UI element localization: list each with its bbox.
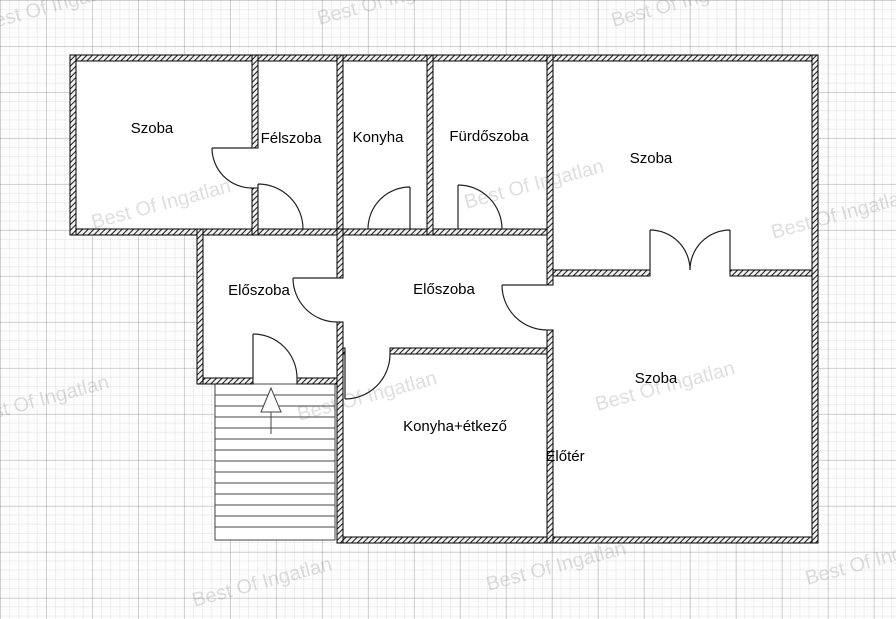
wall (69, 54, 77, 236)
wall (69, 54, 819, 62)
room-label-konyha-etkezo: Konyha+étkező (403, 418, 507, 435)
room-label-eloszoba-center: Előszoba (413, 281, 475, 298)
room-area-center-block (337, 229, 553, 543)
room-label-furdoszoba: Fürdőszoba (449, 128, 529, 145)
door-eloszoba-left (292, 277, 338, 323)
door-szoba-topleft (211, 147, 253, 189)
door-konyha (367, 186, 411, 230)
room-area-top-block (70, 55, 553, 235)
room-label-szoba-topleft: Szoba (131, 120, 174, 137)
wall (546, 269, 651, 277)
door-eloszoba-to-stairs (252, 333, 298, 379)
wall (336, 228, 344, 279)
wall (811, 54, 819, 544)
room-labels: Szoba Félszoba Konyha Fürdőszoba Szoba E… (131, 120, 678, 465)
wall (426, 54, 434, 236)
wall (336, 536, 819, 544)
room-area-hall-left (197, 229, 343, 384)
room-label-eloter: Előtér (545, 448, 584, 465)
door-eloszoba-center (501, 284, 548, 331)
wall (196, 377, 254, 385)
door-felszoba (257, 183, 304, 230)
room-label-konyha: Konyha (353, 129, 405, 146)
wall (251, 187, 259, 236)
double-door-szoba-topright-right-leaf (689, 229, 731, 271)
double-door-szoba-topright-left-leaf (649, 229, 691, 271)
wall (336, 54, 344, 236)
room-area-right-block (547, 55, 818, 543)
wall (251, 54, 259, 149)
wall (296, 377, 344, 385)
wall (336, 321, 344, 544)
room-label-eloszoba-left: Előszoba (228, 282, 290, 299)
wall (389, 347, 554, 355)
room-label-szoba-bottomright: Szoba (635, 370, 678, 387)
door-konyha-etkezo (344, 353, 391, 400)
room-label-szoba-topright: Szoba (630, 150, 673, 167)
room-areas (70, 55, 818, 543)
wall (69, 228, 554, 236)
door-furdoszoba (457, 184, 503, 230)
walls (69, 54, 819, 544)
wall (729, 269, 819, 277)
room-label-felszoba: Félszoba (261, 130, 323, 147)
wall (546, 54, 554, 286)
wall (196, 228, 204, 385)
door-arcs (211, 147, 731, 400)
wall (546, 329, 554, 544)
staircase (214, 383, 336, 541)
stairs-up-arrow-head (260, 386, 282, 413)
